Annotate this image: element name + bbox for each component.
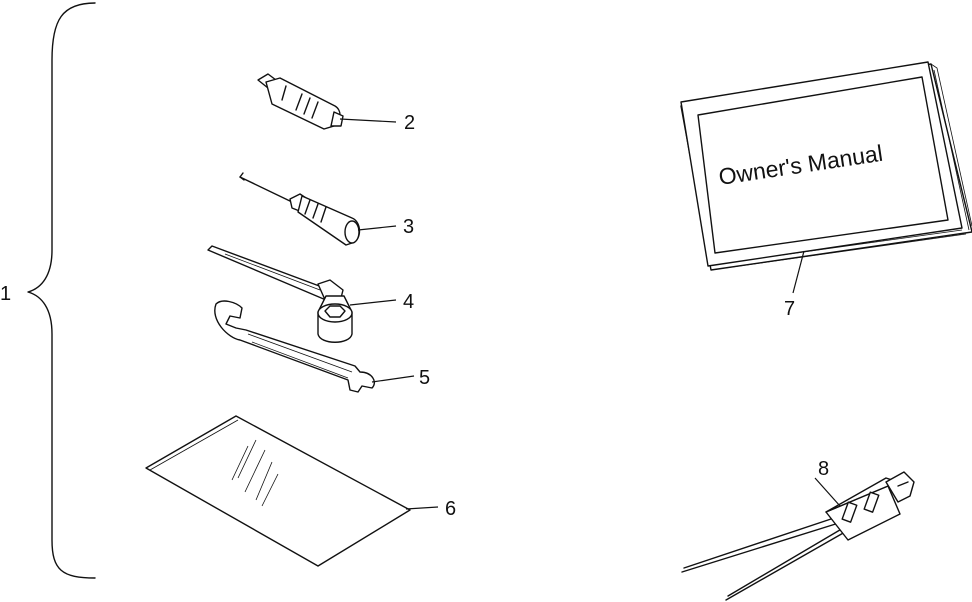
callout-3: 3: [403, 216, 414, 238]
connector-lead-icon: [681, 471, 915, 601]
callout-1: 1: [0, 283, 11, 305]
fuse-tester-icon: [257, 73, 344, 130]
callout-5: 5: [419, 367, 430, 389]
callout-6: 6: [445, 498, 456, 520]
leader-6: [405, 506, 439, 510]
callout-8: 8: [818, 458, 829, 480]
group-brace: [27, 2, 96, 579]
leader-7: [792, 250, 805, 294]
owners-manual-icon: Owner's Manual: [680, 61, 972, 271]
socket-wrench-icon: [207, 245, 353, 343]
leader-2: [339, 118, 397, 123]
open-end-wrench-icon: [214, 300, 376, 393]
leader-3: [357, 225, 397, 231]
leader-5: [371, 375, 415, 383]
leader-8: [814, 477, 841, 507]
screwdriver-icon: [239, 172, 361, 246]
callout-2: 2: [404, 112, 415, 134]
callout-4: 4: [403, 291, 414, 313]
callout-7: 7: [784, 298, 795, 320]
tool-bag-icon: [145, 415, 411, 567]
leader-4: [349, 299, 397, 306]
